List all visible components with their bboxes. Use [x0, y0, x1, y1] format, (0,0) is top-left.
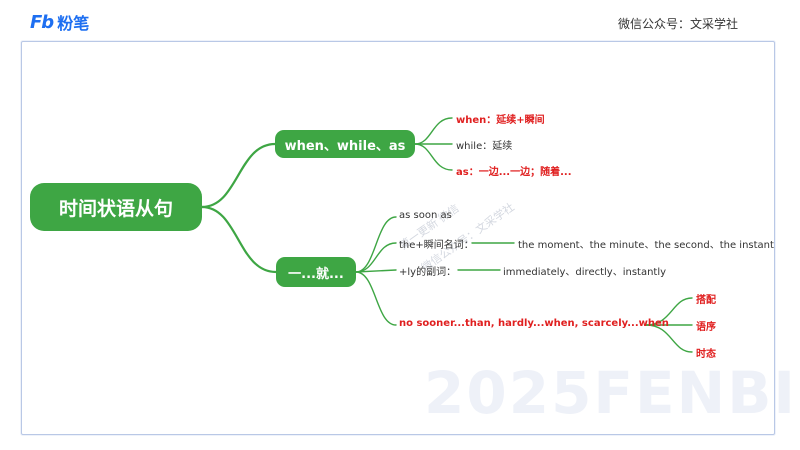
leaf-when: when：延续+瞬间	[456, 115, 545, 126]
slide-frame	[21, 41, 775, 435]
link-b1-as	[414, 143, 453, 171]
link-ns-match	[645, 297, 693, 326]
wechat-account-label: 微信公众号：文采学社	[618, 17, 739, 31]
link-b2-the	[355, 242, 397, 273]
leaf-as-soon-as: as soon as	[399, 210, 452, 221]
link-b2-nosooner	[355, 271, 397, 326]
leaf-while: while：延续	[456, 141, 513, 152]
leaf-the-noun: the+瞬间名词：	[399, 240, 474, 251]
leaf-word-order: 语序	[696, 322, 716, 333]
leaf-no-sooner: no sooner...than, hardly...when, scarcel…	[399, 318, 669, 329]
leaf-as: as：一边...一边；随着...	[456, 167, 572, 178]
link-root-branch2	[200, 205, 278, 274]
fenbi-logo: Fb 粉笔	[30, 10, 89, 34]
link-root-branch1	[200, 142, 277, 209]
branch-when-while-as: when、while、as	[275, 130, 415, 158]
link-b2-ly	[355, 269, 397, 273]
leaf-collocation: 搭配	[696, 295, 716, 306]
leaf-ly-adverb-values: immediately、directly、instantly	[503, 267, 667, 278]
link-ns-tense	[645, 324, 693, 353]
leaf-ly-adverb: +ly的副词：	[399, 267, 457, 278]
root-node: 时间状语从句	[30, 183, 202, 231]
year-watermark: 2025FENBI	[424, 359, 797, 427]
leaf-the-noun-values: the moment、the minute、the second、the ins…	[518, 240, 774, 251]
link-b1-when	[414, 117, 453, 145]
branch-as-soon-as: 一...就...	[276, 257, 356, 287]
logo-text: 粉笔	[57, 14, 90, 33]
logo-mark: Fb	[30, 11, 54, 33]
leaf-tense: 时态	[696, 349, 716, 360]
